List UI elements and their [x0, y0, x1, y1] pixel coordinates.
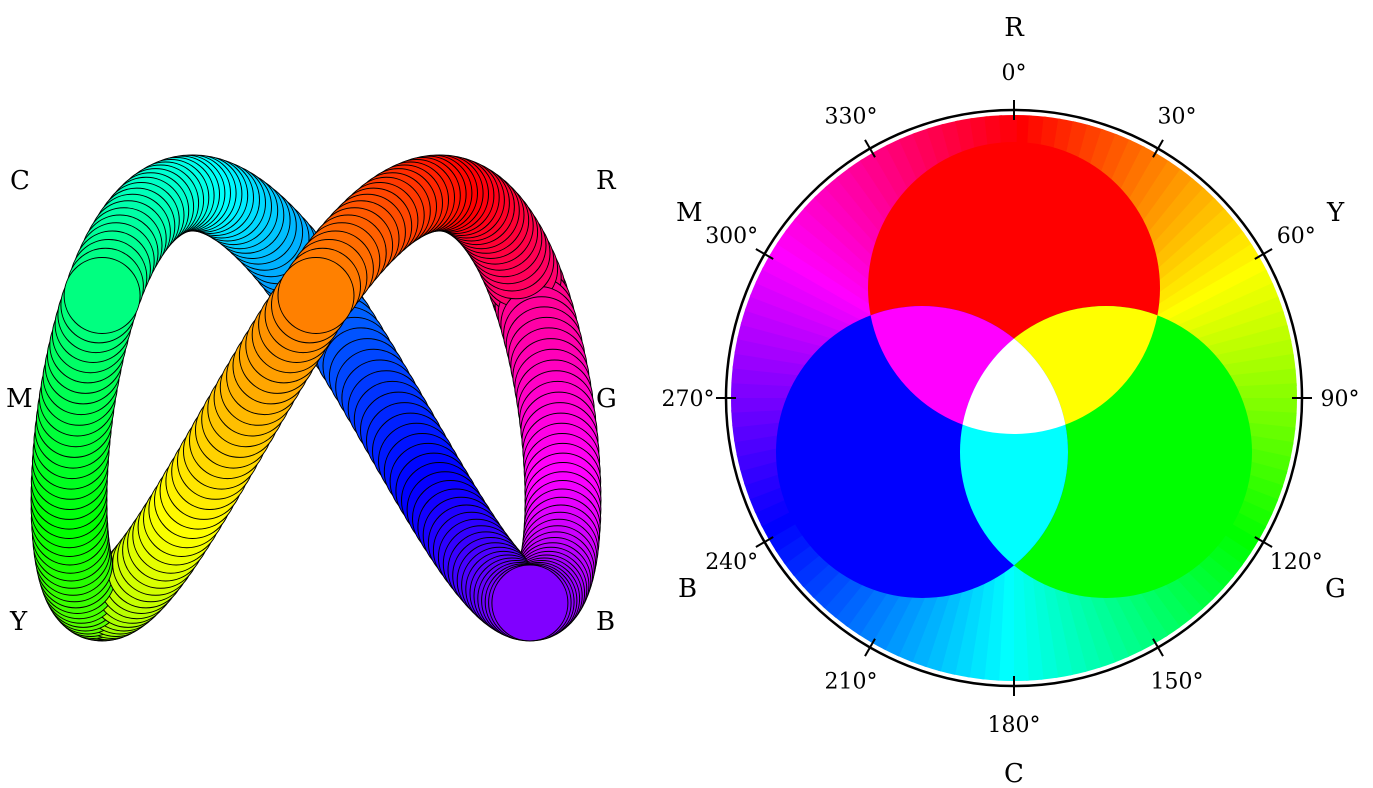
knot-label-m: M	[6, 384, 33, 414]
knot-label-g: G	[596, 384, 617, 414]
color-tube-knot	[30, 154, 602, 642]
degree-label: 30°	[1158, 105, 1197, 130]
degree-label: 60°	[1277, 224, 1316, 249]
wheel-letter-r: R	[1004, 13, 1025, 43]
degree-tick	[1254, 248, 1273, 260]
degree-label: 330°	[825, 105, 878, 130]
degree-label: 0°	[1002, 61, 1027, 86]
degree-label: 240°	[705, 550, 758, 575]
degree-tick	[864, 638, 876, 657]
degree-tick	[1152, 139, 1164, 158]
degree-label: 300°	[705, 224, 758, 249]
degree-tick	[1254, 536, 1273, 548]
knot-label-c: C	[10, 166, 30, 196]
degree-label: 90°	[1321, 387, 1360, 412]
degree-tick	[1152, 638, 1164, 657]
degree-label: 210°	[825, 669, 878, 694]
degree-tick	[755, 248, 774, 260]
degree-label: 270°	[662, 387, 715, 412]
knot-label-b: B	[596, 607, 615, 637]
degree-label: 150°	[1151, 669, 1204, 694]
degree-ticks	[716, 100, 1312, 696]
knot-label-r: R	[596, 166, 617, 196]
degree-label: 180°	[988, 713, 1041, 738]
knot-label-y: Y	[9, 607, 28, 637]
wheel-letter-c: C	[1004, 759, 1024, 788]
white-overlap	[868, 306, 1068, 434]
tube-segment	[63, 257, 141, 334]
degree-labels: 0° 30° 60° 90° 120° 150° 180° 210° 240° 270° 300° 3…	[662, 61, 1360, 738]
wheel-letter-y: Y	[1326, 198, 1345, 228]
hue-wheel: 0° 30° 60° 90° 120° 150° 180° 210° 240° 270° 300° 3…	[662, 13, 1360, 788]
degree-label: 120°	[1270, 550, 1323, 575]
tube-segment	[277, 257, 355, 334]
degree-tick	[755, 536, 774, 548]
wheel-letter-m: M	[676, 198, 703, 228]
tube-segment	[491, 564, 569, 642]
wheel-letter-b: B	[678, 574, 697, 604]
degree-tick	[864, 139, 876, 158]
wheel-letter-g: G	[1325, 574, 1346, 604]
